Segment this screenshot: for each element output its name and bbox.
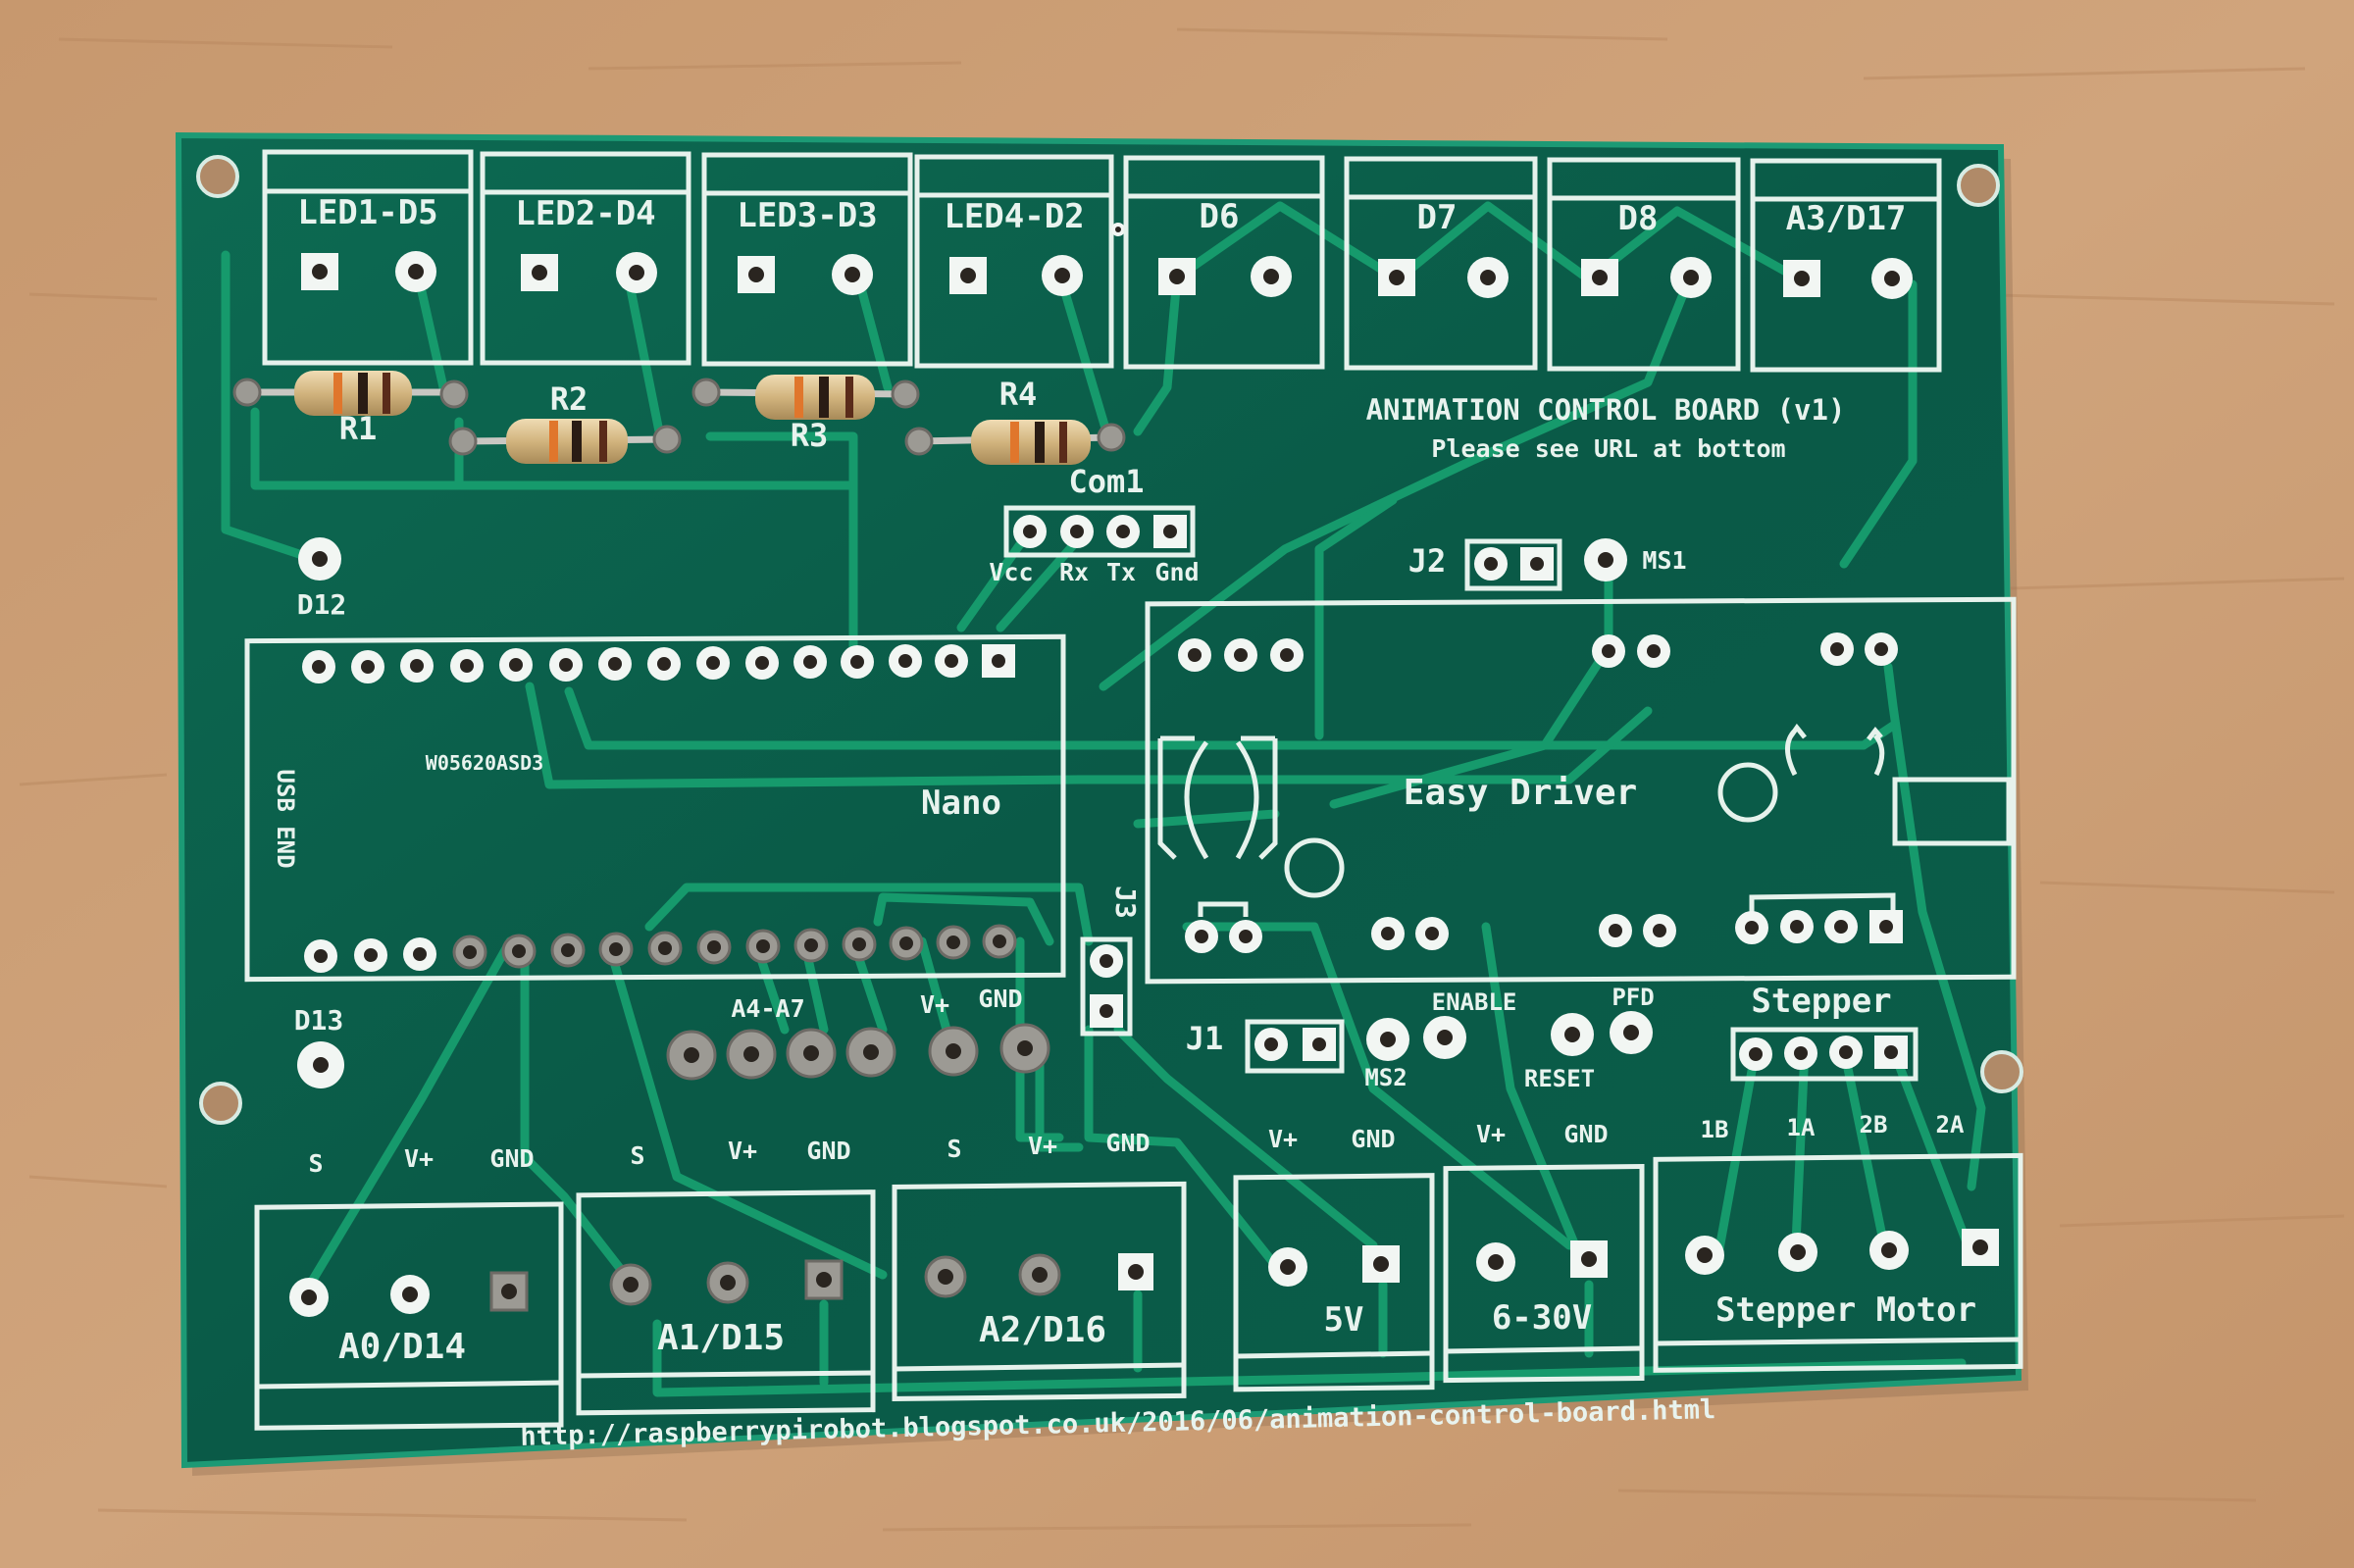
connector-led2-d4: LED2-D4 — [480, 151, 691, 366]
com-pin-label: Vcc — [989, 558, 1033, 586]
resistor-r4: R4 — [904, 376, 1126, 465]
pad-d13: D13 — [294, 1004, 344, 1088]
resistor-r1: R1 — [232, 371, 469, 447]
coil-label: 2B — [1860, 1111, 1888, 1138]
nano-bottom-pins — [304, 924, 1017, 973]
connector-label: A0/D14 — [338, 1327, 466, 1367]
connector-a3-d17: A3/D17 — [1750, 158, 1942, 373]
connector-a1-d15: A1/D15 — [576, 1189, 876, 1416]
connector-label: Stepper Motor — [1715, 1290, 1976, 1330]
pin-label: V+ — [1268, 1125, 1298, 1153]
driver-control-pins: J1 MS2 ENABLE PFD RESET Stepper — [1186, 982, 1919, 1092]
nano-part-code: W05620ASD3 — [426, 751, 543, 775]
pin-label: S — [630, 1141, 644, 1170]
com-pin-label: Tx — [1106, 558, 1136, 586]
connector-led4-d2: LED4-D2 — [914, 154, 1125, 369]
com-pin-label: Gnd — [1154, 558, 1199, 586]
pin-label: S — [308, 1149, 323, 1178]
pin-label: V+ — [404, 1144, 434, 1173]
pcb-board — [175, 131, 2022, 1469]
connector-label: D8 — [1618, 199, 1659, 238]
connector-label: A2/D16 — [979, 1310, 1106, 1350]
pad-d12: D12 — [297, 537, 347, 621]
connector-led3-d3: LED3-D3 — [701, 152, 913, 367]
connector-label: LED3-D3 — [737, 196, 877, 235]
nano-top-pins — [302, 644, 1015, 683]
connector-d8: D8 — [1547, 157, 1741, 372]
pin-label: GND — [806, 1137, 850, 1165]
connector-stepper-motor: Stepper Motor — [1653, 1152, 2023, 1373]
connector-label: 5V — [1324, 1300, 1364, 1340]
connector-label: LED4-D2 — [944, 197, 1084, 236]
connector-label: A1/D15 — [657, 1318, 785, 1358]
pfd-label: PFD — [1612, 984, 1654, 1011]
board-subtitle: Please see URL at bottom — [1431, 434, 1785, 463]
bottom-connector-row: A0/D14 A1/D15 A2/D16 5V — [254, 1152, 2023, 1431]
connector-6-30v: 6-30V — [1443, 1163, 1645, 1384]
j2-label: J2 — [1408, 542, 1447, 580]
pin-label: GND — [1105, 1129, 1150, 1157]
ms1-label: MS1 — [1642, 546, 1686, 575]
jumper-j3: J3 — [1080, 885, 1142, 1037]
enable-label: ENABLE — [1432, 988, 1517, 1016]
mounting-hole-right-mid — [1980, 1050, 2023, 1093]
a4-a7-label: A4-A7 — [731, 994, 804, 1023]
resistors: R1 R2 R3 R4 — [232, 371, 1126, 465]
coil-label: 1A — [1787, 1114, 1816, 1141]
gnd-label: GND — [978, 985, 1022, 1013]
reset-label: RESET — [1524, 1065, 1595, 1092]
usb-end-label: USB END — [272, 769, 299, 868]
stepper-header-label: Stepper — [1751, 982, 1891, 1021]
resistor-label: R2 — [550, 380, 588, 418]
connector-d7: D7 — [1344, 156, 1538, 371]
com1-header: Com1 Vcc Rx Tx Gnd — [989, 463, 1199, 586]
mounting-hole-left-mid — [199, 1082, 242, 1125]
connector-a0-d14: A0/D14 — [254, 1201, 564, 1431]
ms2-label: MS2 — [1364, 1064, 1407, 1091]
connector-d6: D6 — [1123, 155, 1325, 370]
vplus-label: V+ — [920, 990, 949, 1019]
com-pin-label: Rx — [1059, 558, 1089, 586]
resistor-r3: R3 — [691, 375, 920, 454]
easy-driver-label: Easy Driver — [1404, 773, 1637, 813]
pin-label-row: S V+ GND S V+ GND S V+ GND V+ GND V+ GND… — [308, 1111, 1965, 1178]
connector-label: LED2-D4 — [515, 194, 655, 233]
mounting-hole-top-right — [1957, 164, 2000, 207]
resistor-r2: R2 — [448, 380, 682, 464]
pin-label: GND — [489, 1144, 534, 1173]
connector-label: A3/D17 — [1786, 199, 1907, 238]
pin-label: GND — [1351, 1125, 1395, 1153]
connector-label: LED1-D5 — [297, 193, 437, 232]
wood-grain — [19, 27, 2345, 1532]
pin-label: V+ — [1476, 1120, 1506, 1148]
top-connector-row: LED1-D5 LED2-D4 LED3-D3 LED4-D2 — [262, 149, 1942, 373]
nano-footprint: Nano W05620ASD3 USB END — [244, 633, 1066, 983]
easy-driver-footprint: Easy Driver — [1145, 596, 2017, 985]
mounting-hole-top-left — [196, 155, 239, 198]
connector-label: 6-30V — [1492, 1298, 1592, 1338]
coil-label: 2A — [1936, 1111, 1965, 1138]
pin-label: V+ — [728, 1137, 757, 1165]
resistor-label: R4 — [999, 376, 1038, 413]
pin-label: V+ — [1028, 1132, 1057, 1160]
j3-label: J3 — [1109, 885, 1142, 919]
board-title: ANIMATION CONTROL BOARD (v1) — [1366, 393, 1846, 427]
com1-label: Com1 — [1068, 463, 1144, 500]
d12-label: D12 — [297, 588, 347, 621]
coil-label: 1B — [1701, 1116, 1729, 1143]
pin-label: GND — [1563, 1120, 1608, 1148]
connector-label: D6 — [1200, 197, 1240, 236]
resistor-label: R1 — [339, 410, 378, 447]
nano-label: Nano — [921, 784, 1001, 823]
d13-label: D13 — [294, 1004, 344, 1037]
jumper-j2: J2 MS1 — [1408, 538, 1687, 591]
connector-5v: 5V — [1233, 1173, 1435, 1392]
pin-label: S — [947, 1135, 961, 1163]
connector-led1-d5: LED1-D5 — [262, 149, 474, 366]
j1-label: J1 — [1186, 1020, 1224, 1057]
resistor-label: R3 — [791, 417, 829, 454]
connector-a2-d16: A2/D16 — [892, 1181, 1187, 1401]
analog-a4-a7-pads: A4-A7 V+ GND — [666, 985, 1050, 1081]
connector-label: D7 — [1417, 198, 1458, 237]
